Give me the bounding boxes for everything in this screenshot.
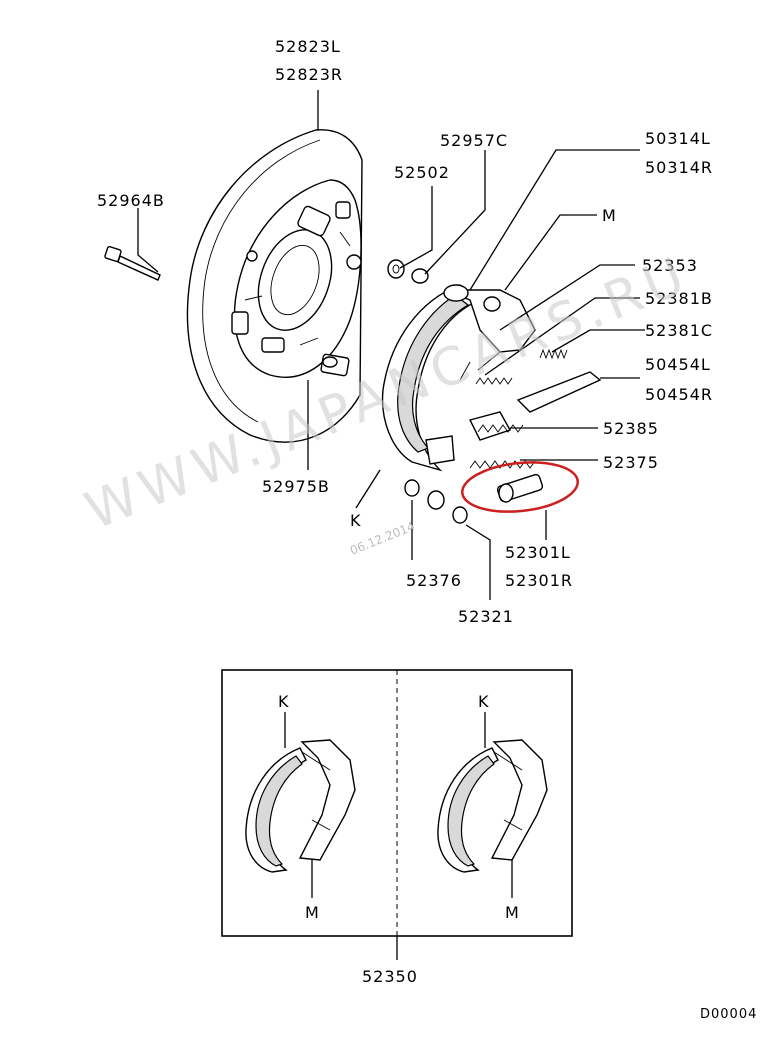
adjuster-52301 [496, 473, 544, 503]
clip-52957c [411, 268, 429, 284]
label-52350: 52350 [362, 967, 418, 986]
label-k-main: K [350, 511, 362, 530]
label-52975b: 52975B [262, 477, 330, 496]
label-52376: 52376 [406, 571, 462, 590]
cup-52376 [404, 479, 420, 497]
spring-cup-52321 [427, 490, 468, 524]
label-52375: 52375 [603, 453, 659, 472]
highlight-circle [461, 461, 579, 513]
diagram-code: D00004 [700, 1007, 757, 1022]
watermark-text: WWW.JAPANCARS.RU [77, 245, 698, 542]
label-50454r: 50454R [645, 385, 713, 404]
label-52957c: 52957C [440, 131, 508, 150]
spring-52381c [539, 348, 568, 360]
label-52381b: 52381B [645, 289, 713, 308]
label-k-left: K [278, 692, 290, 711]
label-k-right: K [478, 692, 490, 711]
label-m-right: M [505, 903, 520, 922]
label-52381c: 52381C [645, 321, 713, 340]
washer-52502 [387, 259, 405, 279]
label-52301r: 52301R [505, 571, 573, 590]
label-50314r: 50314R [645, 158, 713, 177]
backing-plate [186, 129, 363, 443]
label-52823l: 52823L [275, 37, 341, 56]
label-m-top: M [602, 206, 617, 225]
label-52823r: 52823R [275, 65, 343, 84]
bolt-52975b [320, 353, 350, 377]
label-50314l: 50314L [645, 129, 711, 148]
lever-50454 [516, 371, 602, 413]
label-m-left: M [305, 903, 320, 922]
shoe-pair-left [245, 739, 356, 873]
leader-lines [137, 90, 645, 600]
label-52385: 52385 [603, 419, 659, 438]
spring-52381b [475, 377, 513, 385]
bolt-52964b [104, 245, 161, 281]
shoe-pair-right [437, 739, 548, 873]
label-52964b: 52964B [97, 191, 165, 210]
label-50454l: 50454L [645, 355, 711, 374]
label-52502: 52502 [394, 163, 450, 182]
brake-shoe-assembly [381, 284, 536, 472]
label-52301l: 52301L [505, 543, 571, 562]
label-52353: 52353 [642, 256, 698, 275]
shoe-kit-box [221, 669, 573, 960]
label-52321: 52321 [458, 607, 514, 626]
